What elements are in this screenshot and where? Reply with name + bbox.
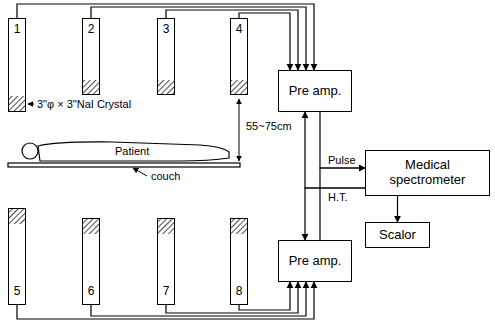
signal-wire	[91, 282, 306, 316]
detector-number: 1	[14, 23, 21, 37]
dimension-arrow	[239, 99, 240, 161]
couch-board	[8, 163, 240, 167]
crystal-hatching	[8, 80, 248, 234]
detector-number: 3	[163, 23, 170, 37]
detector-number: 5	[14, 285, 21, 299]
box-label: Pre amp.	[289, 254, 342, 269]
preamp-box: Pre amp.	[278, 240, 352, 282]
leader-line	[28, 104, 34, 105]
scintillation-detector: 4	[230, 18, 248, 95]
scintillation-detector: 3	[157, 18, 175, 95]
leader-line	[133, 168, 147, 176]
scintillation-detector: 8	[230, 218, 248, 305]
edge-label: Pulse	[327, 154, 357, 167]
scintillation-detector: 7	[157, 218, 175, 305]
detector-number: 4	[236, 23, 243, 37]
box-label: Scalor	[379, 228, 416, 243]
signal-wire	[17, 282, 314, 319]
box-label: Pre amp.	[289, 84, 342, 99]
crystal-label: 3"φ × 3"NaI Crystal	[36, 98, 132, 111]
scintillation-detector: 1	[8, 18, 26, 112]
spectrometer-box: Medical spectrometer	[365, 150, 490, 196]
signal-wire	[17, 4, 314, 70]
scintillation-detector: 5	[8, 208, 26, 305]
detector-number: 2	[88, 23, 95, 37]
signal-wire	[239, 13, 290, 70]
detector-number: 6	[88, 285, 95, 299]
signal-wire	[320, 168, 365, 240]
signal-wire	[239, 282, 290, 310]
scintillation-detector: 2	[82, 18, 100, 95]
patient-label: Patient	[114, 145, 150, 158]
signal-wire	[166, 282, 298, 313]
scaler-box: Scalor	[365, 222, 430, 248]
edge-label: H.T.	[327, 191, 349, 204]
couch-label: couch	[150, 170, 181, 183]
detector-number: 8	[236, 285, 243, 299]
signal-wire	[305, 188, 365, 240]
signal-wire	[91, 7, 306, 70]
detector-number: 7	[163, 285, 170, 299]
signal-wire	[305, 112, 365, 188]
box-label: Medical spectrometer	[369, 158, 486, 188]
scintillation-detector: 6	[82, 218, 100, 305]
signal-wire	[166, 10, 298, 70]
patient-figure	[22, 142, 229, 161]
preamp-box: Pre amp.	[278, 70, 352, 112]
signal-wire	[320, 112, 365, 168]
dimension-label: 55~75cm	[245, 120, 293, 133]
signal-wire	[397, 196, 398, 222]
